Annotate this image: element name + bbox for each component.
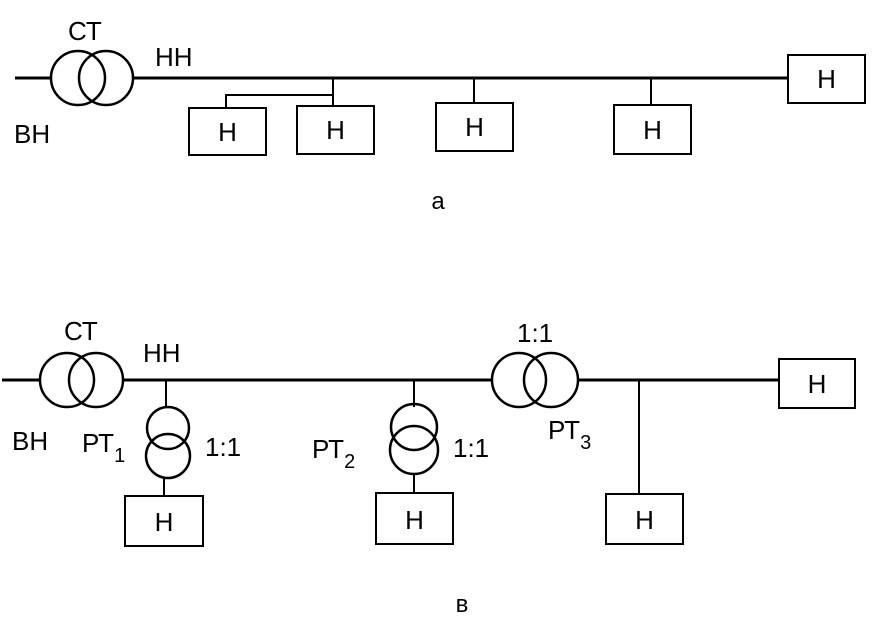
rt2-upper-winding	[389, 402, 439, 452]
rt2-ratio: 1:1	[453, 433, 489, 463]
rt3-ratio: 1:1	[517, 318, 553, 348]
load-b-2: Н	[375, 492, 454, 545]
load-a-4: Н	[613, 104, 692, 155]
hv-label-a: ВН	[14, 119, 50, 149]
load-label: Н	[465, 112, 484, 142]
diagram-a: СТ НН ВН Н Н Н Н Н а	[14, 16, 866, 215]
load-label: Н	[808, 369, 827, 399]
series-transformer-rt3	[490, 351, 580, 409]
supply-transformer-a	[49, 49, 135, 107]
diagram-b: СТ НН ВН Н РТ1 1:1 Н РТ2 1	[2, 316, 856, 618]
transformer-primary-winding	[49, 49, 107, 107]
rt1-ratio: 1:1	[205, 432, 241, 462]
rt2-label: РТ2	[312, 434, 355, 473]
supply-transformer-b	[38, 351, 125, 409]
load-b-3: Н	[605, 493, 684, 545]
rt1-label: РТ1	[82, 428, 125, 467]
lv-label-b: НН	[143, 338, 181, 368]
load-a-5: Н	[787, 54, 866, 104]
load-label: Н	[218, 117, 237, 147]
load-a-2: Н	[296, 105, 375, 155]
hv-label-b: ВН	[12, 426, 48, 456]
transformer-secondary-winding	[67, 351, 125, 409]
caption-b: в	[456, 591, 469, 618]
load-a-1: Н	[188, 107, 267, 156]
transformer-label-b: СТ	[64, 316, 98, 346]
rt1-lower-winding	[144, 432, 192, 480]
load-label: Н	[326, 115, 345, 145]
rt3-label: РТ3	[548, 415, 591, 454]
rt3-secondary-winding	[522, 351, 580, 409]
branch-line-a-1-2	[225, 94, 333, 108]
transformer-label-a: СТ	[68, 16, 102, 46]
load-label: Н	[405, 505, 424, 535]
load-b-4: Н	[778, 358, 856, 409]
load-label: Н	[643, 115, 662, 145]
load-label: Н	[155, 507, 174, 537]
load-label: Н	[817, 64, 836, 94]
load-label: Н	[635, 505, 654, 535]
load-a-3: Н	[435, 102, 514, 152]
load-b-1: Н	[124, 495, 204, 547]
rt1-upper-winding	[145, 405, 191, 451]
rt3-primary-winding	[490, 351, 548, 409]
shunt-transformer-rt1	[144, 405, 192, 480]
lv-label-a: НН	[155, 42, 193, 72]
shunt-transformer-rt2	[388, 402, 440, 476]
caption-a: а	[431, 188, 445, 215]
transformer-primary-winding	[38, 351, 96, 409]
